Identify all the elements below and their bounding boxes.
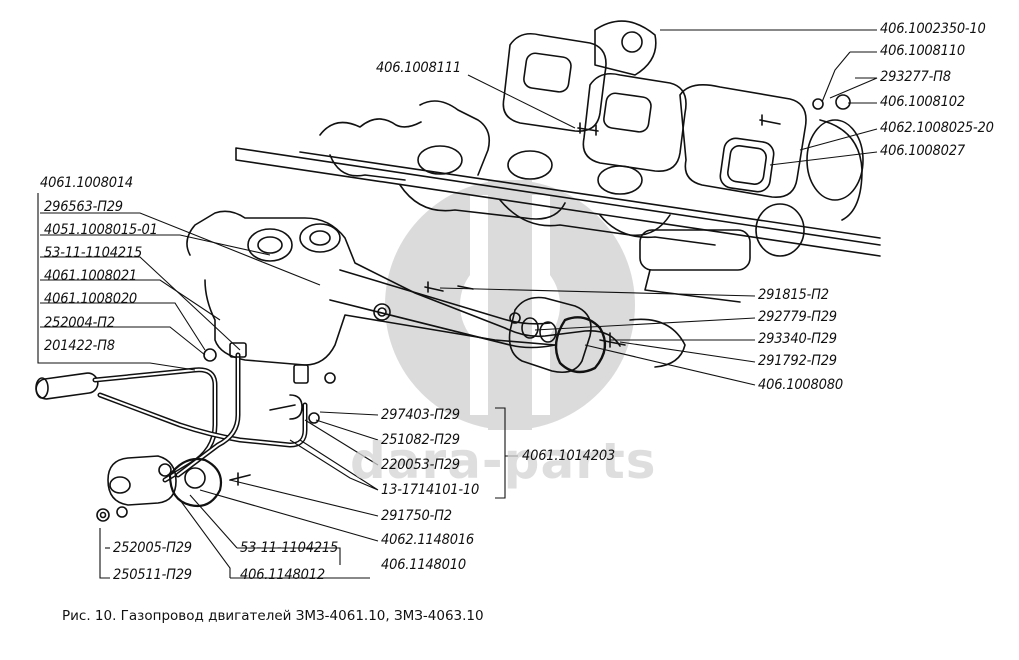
part-label: 406.1002350-10	[880, 21, 986, 37]
part-label: 291750-П2	[381, 508, 452, 524]
part-label: 220053-П29	[381, 457, 460, 473]
part-label: 297403-П29	[381, 407, 460, 423]
part-label: 4062.1008025-20	[880, 120, 994, 136]
part-label: 4061.1008021	[44, 268, 138, 284]
part-label: 4061.1008020	[44, 291, 138, 307]
part-label: 293340-П29	[758, 331, 837, 347]
part-label: 406.1008080	[758, 377, 843, 393]
leader-lines	[37, 29, 878, 579]
part-label: 291792-П29	[758, 353, 837, 369]
watermark-logo	[385, 180, 635, 430]
watermark-text: dara-parts	[350, 432, 657, 490]
part-label: 406.1148010	[381, 557, 466, 573]
part-label: 406.1008110	[880, 43, 965, 59]
part-label: 296563-П29	[44, 199, 123, 215]
part-label: 291815-П2	[758, 287, 829, 303]
part-label: 406.1008111	[376, 60, 461, 76]
part-label: 251082-П29	[381, 432, 460, 448]
part-label: 406.1008027	[880, 143, 965, 159]
part-label: 4062.1148016	[381, 532, 475, 548]
cylinder-head-drawing	[35, 20, 881, 522]
part-label: 13-1714101-10	[381, 482, 480, 498]
part-label: 252005-П29	[113, 540, 192, 556]
part-label: 250511-П29	[113, 567, 192, 583]
part-label: 53-11-1104215	[240, 540, 339, 556]
part-label: 252004-П2	[44, 315, 115, 331]
part-label: 406.1148012	[240, 567, 325, 583]
part-label: 292779-П29	[758, 309, 837, 325]
part-label: 201422-П8	[44, 338, 115, 354]
part-label: 53-11-1104215	[44, 245, 143, 261]
part-label: 4051.1008015-01	[44, 222, 158, 238]
figure-caption: Рис. 10. Газопровод двигателей ЗМЗ-4061.…	[62, 608, 484, 624]
part-label: 4061.1008014	[40, 175, 134, 191]
part-label: 293277-П8	[880, 69, 951, 85]
part-label: 406.1008102	[880, 94, 965, 110]
part-label: 4061.1014203	[522, 448, 616, 464]
